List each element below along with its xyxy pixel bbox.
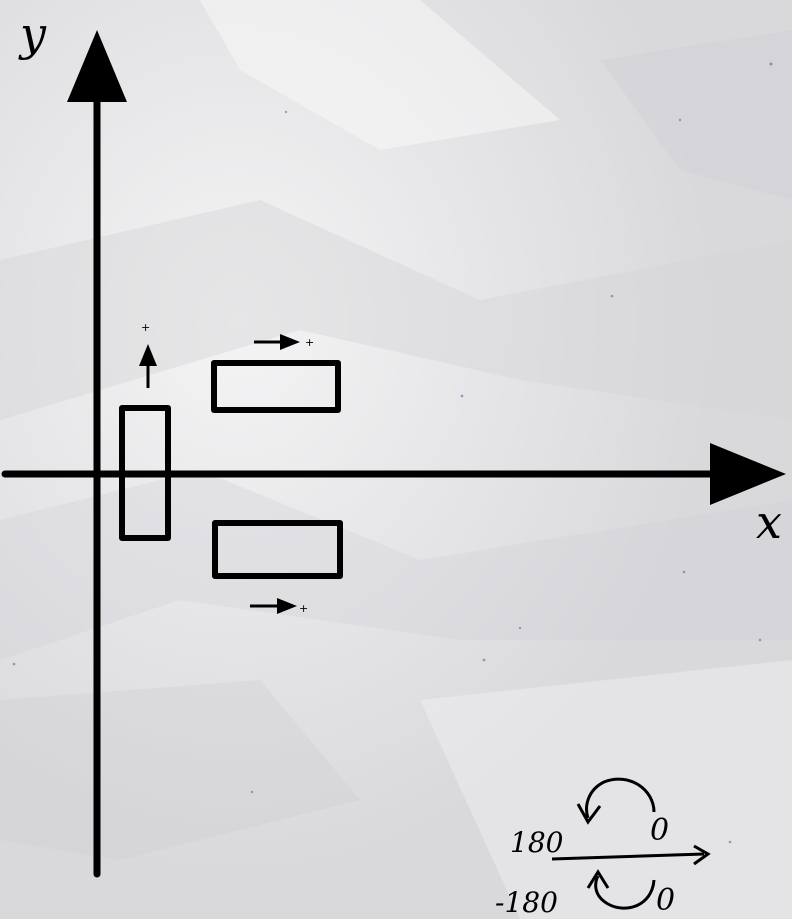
vertical-rectangle (119, 405, 171, 541)
angle-note-180: 180 (510, 826, 563, 859)
vertical-plus-sign: + (141, 321, 150, 334)
angle-note-bottom-loop-head (586, 869, 610, 889)
upper-plus-sign: + (305, 336, 314, 349)
angle-note-minus-180: -180 (495, 886, 558, 919)
angle-note-divider-arrow-head (693, 844, 711, 866)
angle-note-bottom-zero: 0 (656, 883, 675, 918)
y-axis-label: y (18, 7, 47, 61)
angle-note-divider-arrow (551, 852, 705, 861)
lower-rectangle (212, 520, 343, 579)
angle-note-top-loop-head (576, 803, 602, 825)
y-axis: y (18, 7, 127, 878)
upper-rectangle (211, 360, 341, 413)
up-arrowhead (139, 344, 157, 366)
y-axis-arrowhead (67, 30, 127, 102)
lower-right-arrowhead (277, 598, 297, 614)
vertical-block: + (119, 321, 171, 541)
angle-note: 180 0 -180 0 (495, 777, 711, 919)
upper-right-arrowhead (280, 334, 300, 350)
x-axis-label: x (756, 495, 782, 549)
lower-block: + (212, 520, 343, 615)
x-axis-arrowhead (710, 443, 786, 505)
angle-note-top-zero: 0 (650, 813, 669, 848)
lower-plus-sign: + (299, 602, 308, 615)
angle-note-top-loop (585, 777, 656, 819)
angle-note-bottom-loop (594, 875, 656, 910)
upper-block: + (211, 334, 341, 413)
